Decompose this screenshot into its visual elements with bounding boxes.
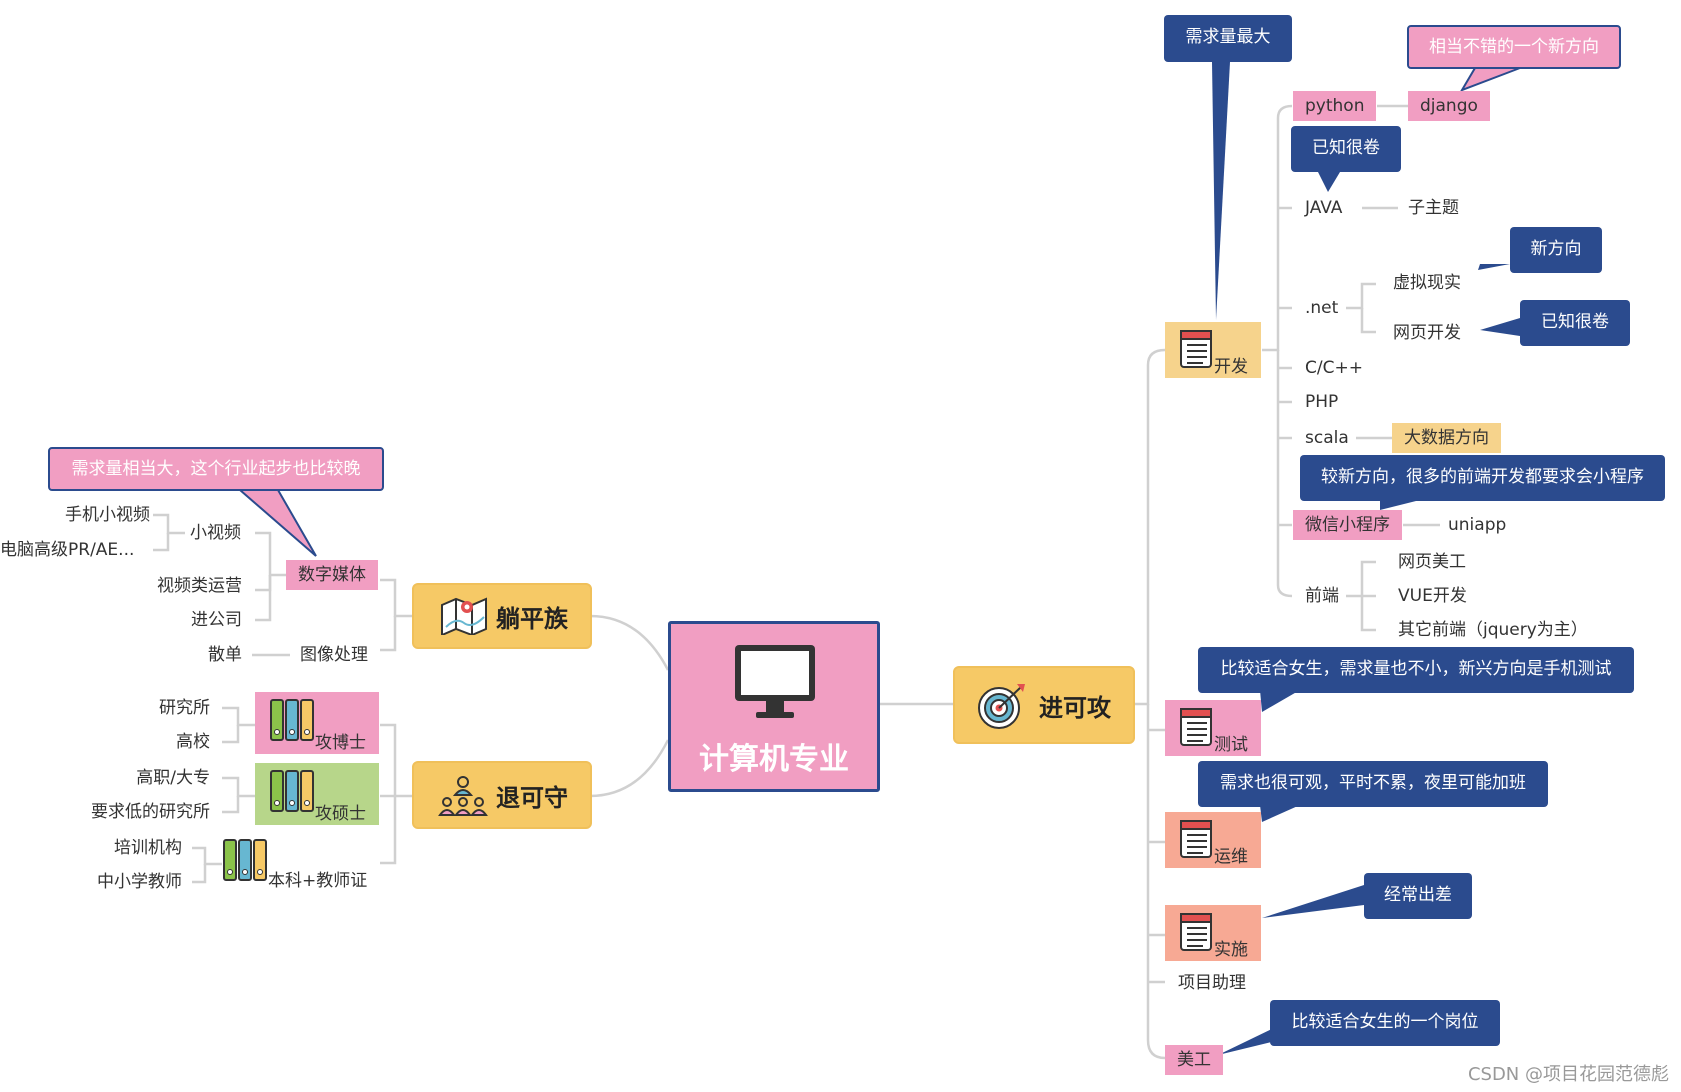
cpp-node[interactable]: C/C++	[1305, 358, 1363, 378]
pc-video-node[interactable]: 电脑高级PR/AE...	[0, 540, 135, 560]
map-icon	[441, 597, 487, 635]
university-node[interactable]: 高校	[176, 732, 210, 752]
short-video-node[interactable]: 小视频	[190, 523, 241, 543]
dev-node[interactable]: 开发	[1165, 322, 1261, 378]
center-node[interactable]: 计算机专业	[668, 621, 880, 792]
phd-label: 攻博士	[315, 733, 366, 753]
phone-video-node[interactable]: 手机小视频	[65, 505, 150, 525]
java-subtopic-node[interactable]: 子主题	[1408, 198, 1459, 218]
bachelor-node[interactable]: 本科+教师证	[222, 838, 382, 891]
scala-node[interactable]: scala	[1305, 428, 1349, 448]
art-callout: 比较适合女生的一个岗位	[1270, 1000, 1500, 1046]
ops-callout: 需求也很可观，平时不累，夜里可能加班	[1198, 761, 1548, 807]
django-node[interactable]: django	[1408, 91, 1490, 121]
people-icon	[438, 776, 488, 816]
python-callout: 相当不错的一个新方向	[1407, 25, 1621, 69]
jinkegong-label: 进可攻	[1039, 694, 1111, 722]
checklist-icon	[1180, 708, 1212, 746]
dotnet-node[interactable]: .net	[1305, 298, 1339, 318]
freelance-node[interactable]: 散单	[208, 645, 242, 665]
php-node[interactable]: PHP	[1305, 392, 1339, 412]
training-org-node[interactable]: 培训机构	[114, 838, 182, 858]
low-req-institute-node[interactable]: 要求低的研究所	[91, 802, 210, 822]
test-label: 测试	[1214, 735, 1248, 755]
research-institute-node[interactable]: 研究所	[159, 698, 210, 718]
binders-icon	[223, 839, 267, 881]
vr-callout: 新方向	[1510, 227, 1602, 273]
binders-icon	[270, 770, 314, 812]
image-processing-node[interactable]: 图像处理	[300, 645, 368, 665]
center-label: 计算机专业	[699, 742, 849, 777]
miniprogram-callout: 较新方向，很多的前端开发都要求会小程序	[1300, 455, 1665, 501]
impl-callout: 经常出差	[1364, 873, 1472, 919]
impl-label: 实施	[1214, 940, 1248, 960]
impl-node[interactable]: 实施	[1165, 905, 1261, 961]
pm-node[interactable]: 项目助理	[1178, 973, 1246, 993]
test-callout: 比较适合女生，需求量也不小，新兴方向是手机测试	[1198, 647, 1634, 693]
checklist-icon	[1180, 330, 1212, 368]
master-node[interactable]: 攻硕士	[255, 763, 379, 825]
java-callout: 已知很卷	[1291, 126, 1401, 172]
test-node[interactable]: 测试	[1165, 700, 1261, 756]
web-dev-node[interactable]: 网页开发	[1393, 323, 1461, 343]
digital-media-node[interactable]: 数字媒体	[286, 560, 378, 590]
binders-icon	[270, 699, 314, 741]
phd-node[interactable]: 攻博士	[255, 692, 379, 754]
checklist-icon	[1180, 820, 1212, 858]
monitor-icon	[735, 645, 815, 718]
tuikeshou-label: 退可守	[496, 784, 568, 812]
java-node[interactable]: JAVA	[1305, 198, 1343, 218]
python-node[interactable]: python	[1293, 91, 1377, 121]
checklist-icon	[1180, 913, 1212, 951]
vr-node[interactable]: 虚拟现实	[1393, 273, 1461, 293]
tangping-label: 躺平族	[496, 605, 568, 633]
tuikeshou-node[interactable]: 退可守	[412, 761, 592, 829]
tangping-node[interactable]: 躺平族	[412, 583, 592, 649]
dev-label: 开发	[1214, 357, 1248, 377]
bigdata-node[interactable]: 大数据方向	[1392, 423, 1501, 453]
ops-node[interactable]: 运维	[1165, 812, 1261, 868]
uniapp-node[interactable]: uniapp	[1448, 515, 1507, 535]
miniprogram-node[interactable]: 微信小程序	[1293, 510, 1402, 540]
target-icon	[978, 684, 1025, 729]
jinkegong-node[interactable]: 进可攻	[953, 666, 1135, 744]
watermark: CSDN @项目花园范德彪	[1467, 1064, 1669, 1085]
digital-media-callout: 需求量相当大，这个行业起步也比较晚	[48, 447, 384, 491]
join-company-node[interactable]: 进公司	[191, 610, 242, 630]
vue-node[interactable]: VUE开发	[1398, 586, 1467, 606]
art-node[interactable]: 美工	[1165, 1045, 1223, 1075]
bachelor-label: 本科+教师证	[268, 871, 368, 891]
web-art-node[interactable]: 网页美工	[1398, 552, 1466, 572]
frontend-node[interactable]: 前端	[1305, 586, 1339, 606]
vocational-college-node[interactable]: 高职/大专	[136, 768, 210, 788]
web-dev-callout: 已知很卷	[1520, 300, 1630, 346]
school-teacher-node[interactable]: 中小学教师	[97, 872, 182, 892]
dev-callout: 需求量最大	[1164, 15, 1292, 62]
master-label: 攻硕士	[315, 804, 366, 824]
other-frontend-node[interactable]: 其它前端（jquery为主）	[1398, 620, 1588, 640]
ops-label: 运维	[1214, 847, 1248, 867]
video-ops-node[interactable]: 视频类运营	[157, 576, 242, 596]
